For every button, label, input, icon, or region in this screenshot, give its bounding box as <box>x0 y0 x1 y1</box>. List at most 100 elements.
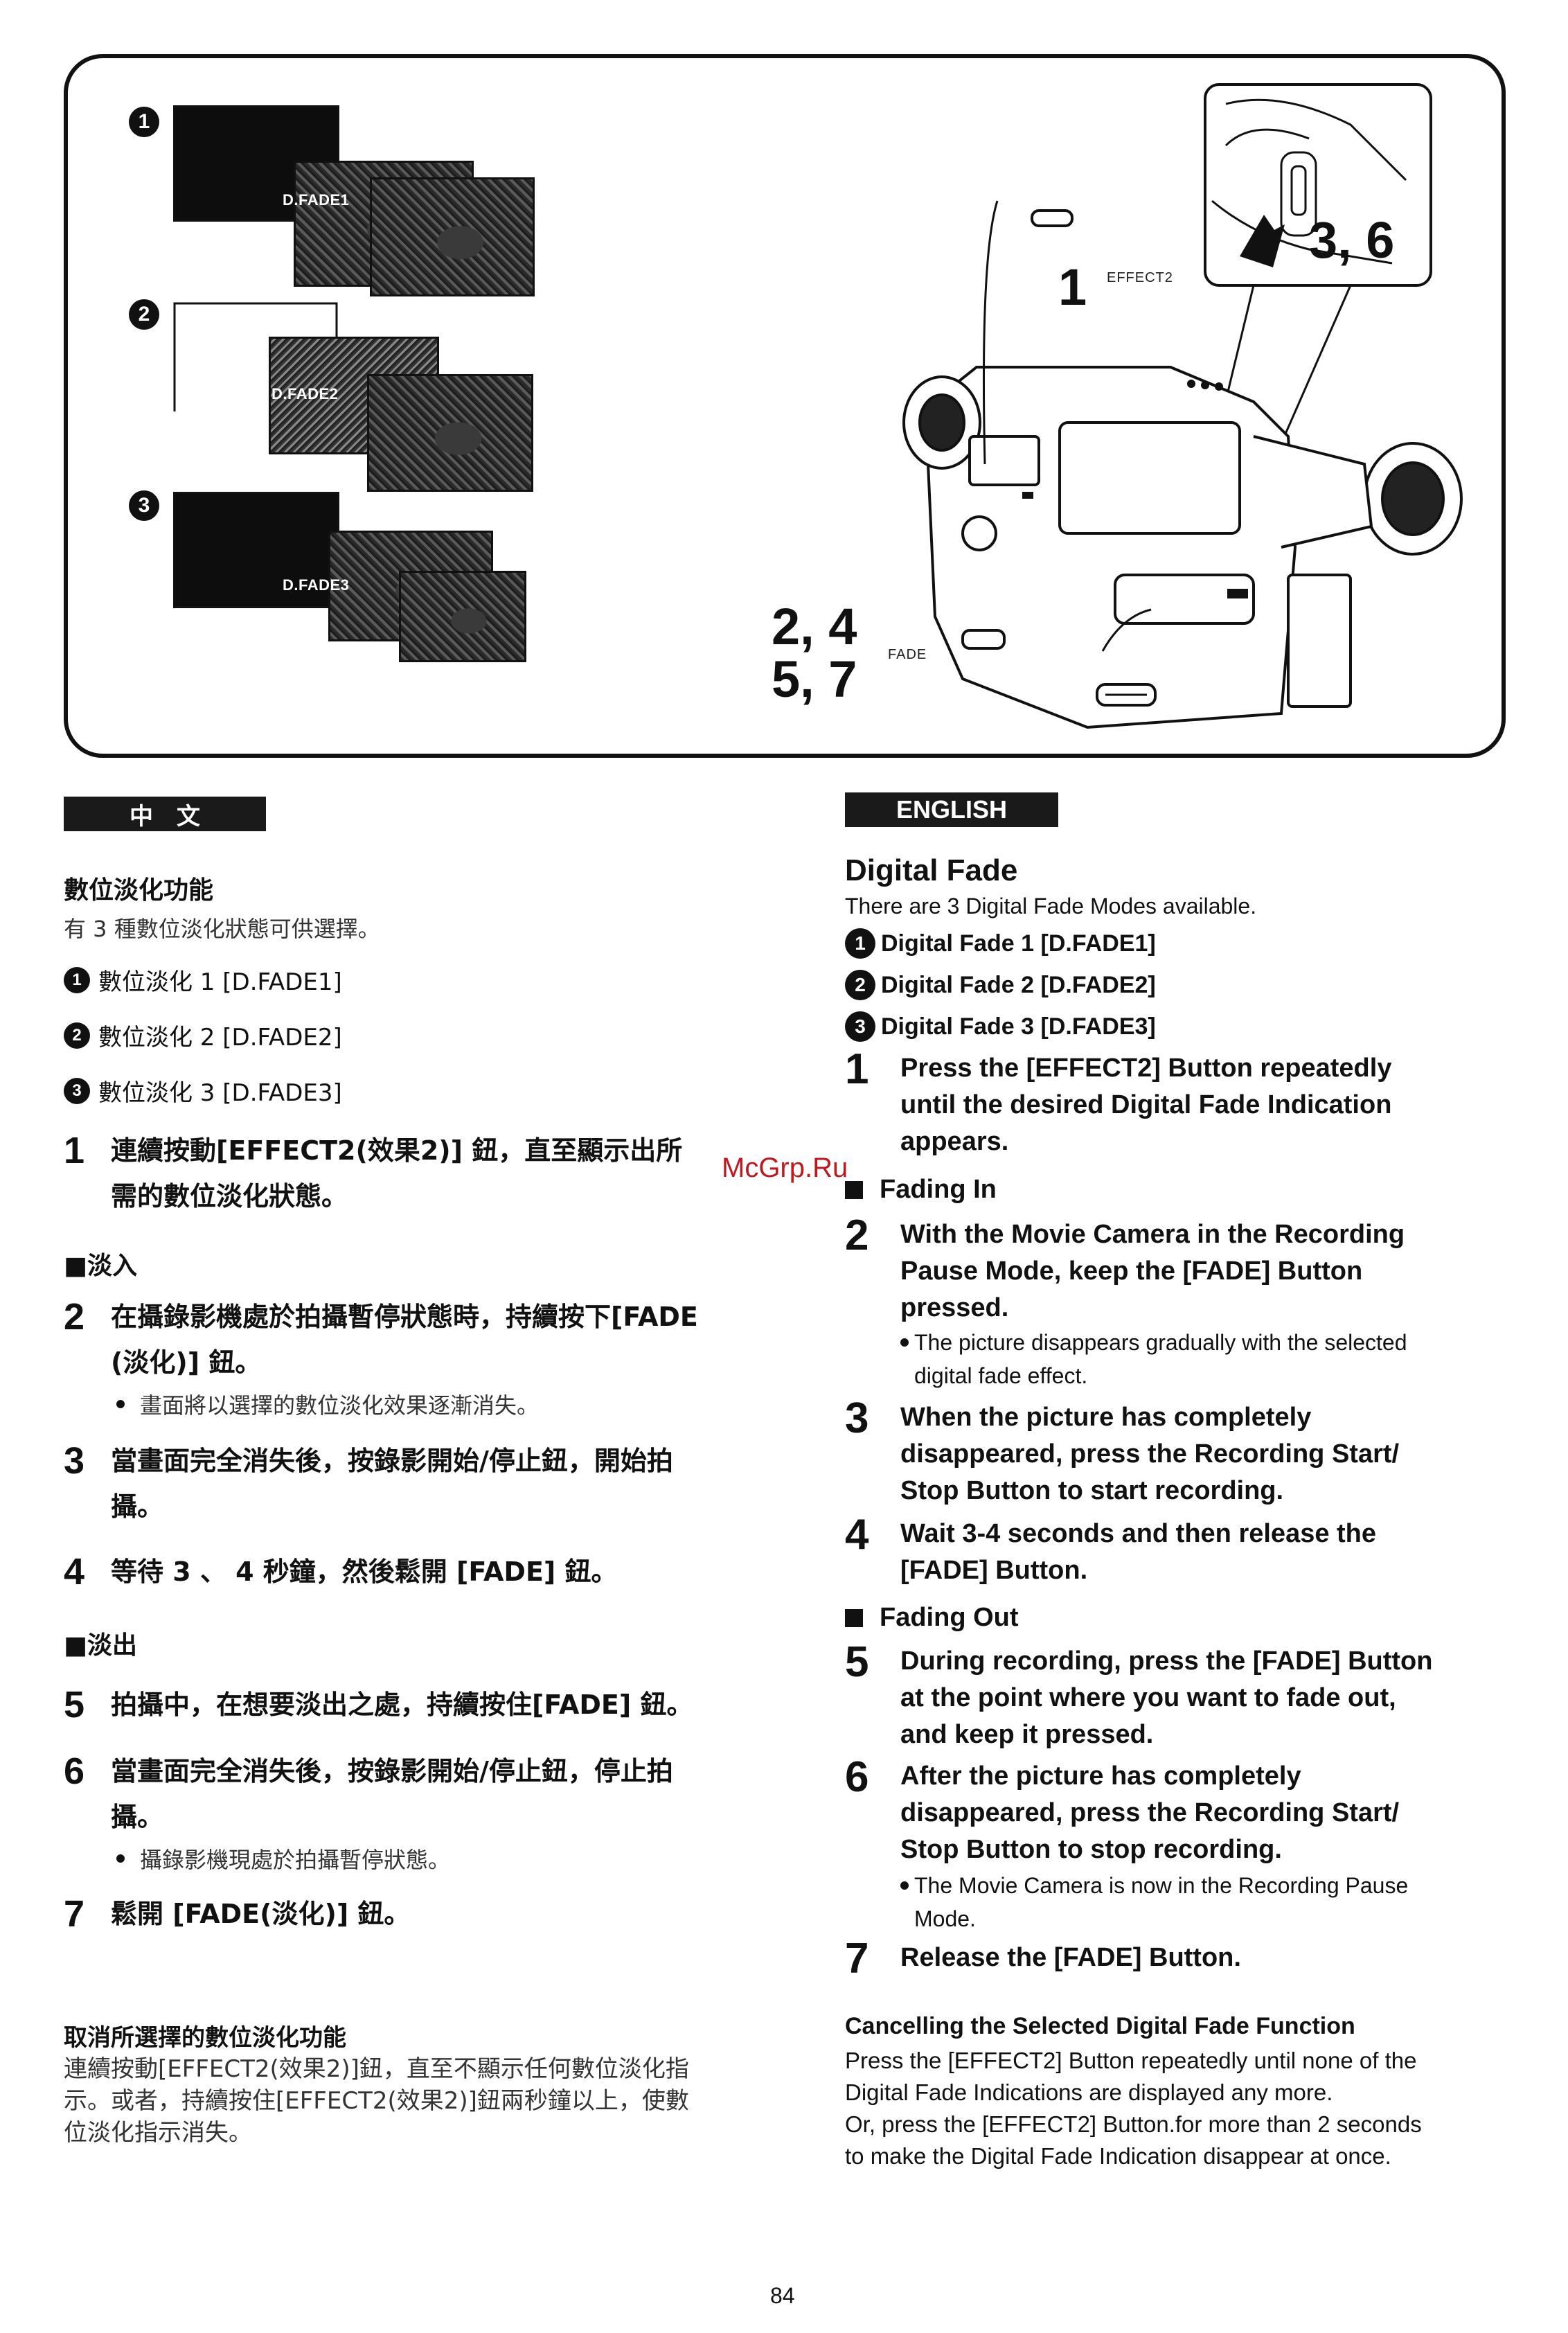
zh-step-2: 2 在攝錄影機處於拍攝暫停狀態時，持續按下[FADE (淡化)] 鈕。 <box>64 1294 698 1385</box>
en-mode-3: 3 Digital Fade 3 [D.FADE3] <box>845 1011 1156 1042</box>
en-step-5-number: 5 <box>845 1638 869 1686</box>
zh-cancel-line-3: 位淡化指示消失。 <box>64 2119 252 2147</box>
zh-step-2-number: 2 <box>64 1296 85 1338</box>
zh-mode-3-text: 數位淡化 3 [D.FADE3] <box>98 1079 342 1107</box>
en-step-2: 2 With the Movie Camera in the Recording… <box>845 1212 1405 1327</box>
en-mode-3-bullet: 3 <box>845 1011 875 1042</box>
zh-mode-3: 3 數位淡化 3 [D.FADE3] <box>64 1074 342 1108</box>
zh-step-1-line-1: 連續按動[EFFECT2(效果2)] 鈕，直至顯示出所 <box>111 1135 683 1166</box>
en-step-2-number: 2 <box>845 1212 869 1259</box>
zh-step-6-note-text: 攝錄影機現處於拍攝暫停狀態。 <box>140 1847 451 1873</box>
en-cancel-body: Press the [EFFECT2] Button repeatedly un… <box>845 2045 1422 2172</box>
fade-button-label: FADE <box>888 647 927 662</box>
en-step-3: 3 When the picture has completely disapp… <box>845 1394 1400 1509</box>
en-cancel-line-1: Press the [EFFECT2] Button repeatedly un… <box>845 2048 1417 2073</box>
en-cancel-line-4: to make the Digital Fade Indication disa… <box>845 2143 1391 2169</box>
en-cancel-title: Cancelling the Selected Digital Fade Fun… <box>845 2013 1355 2039</box>
zh-cancel-body: 連續按動[EFFECT2(效果2)]鈕，直至不顯示任何數位淡化指 示。或者，持續… <box>64 2053 689 2149</box>
zh-step-4-line-1: 等待 3 、 4 秒鐘，然後鬆開 [FADE] 鈕。 <box>111 1556 618 1587</box>
en-step-4-line-2: [FADE] Button. <box>900 1556 1088 1585</box>
fade3-label: D.FADE3 <box>283 576 350 594</box>
fade1-frame-front <box>370 177 535 296</box>
en-step-6: 6 After the picture has completely disap… <box>845 1753 1399 1868</box>
zh-mode-1: 1 數位淡化 1 [D.FADE1] <box>64 963 342 997</box>
en-step-5-line-3: and keep it pressed. <box>900 1720 1154 1749</box>
zh-mode-2-text: 數位淡化 2 [D.FADE2] <box>98 1024 342 1052</box>
zh-step-2-note: 畫面將以選擇的數位淡化效果逐漸消失。 <box>116 1388 539 1420</box>
en-step-1-line-3: appears. <box>900 1127 1009 1156</box>
en-fading-in-text: Fading In <box>880 1175 997 1204</box>
zh-cancel-title: 取消所選擇的數位淡化功能 <box>64 2024 346 2052</box>
zh-step-3-line-2: 攝。 <box>111 1491 164 1522</box>
zh-step-6-number: 6 <box>64 1750 85 1792</box>
fade-step-ref-2: 5, 7 <box>772 650 857 708</box>
zh-step-7-line-1: 鬆開 [FADE(淡化)] 鈕。 <box>111 1899 411 1929</box>
en-step-7: 7 Release the [FADE] Button. <box>845 1937 1241 1980</box>
en-fading-in-heading: Fading In <box>845 1175 997 1205</box>
en-step-2-line-3: pressed. <box>900 1293 1009 1322</box>
page-number: 84 <box>770 2283 795 2308</box>
en-title: Digital Fade <box>845 853 1018 887</box>
english-section-header: ENGLISH <box>845 792 1058 827</box>
zh-step-7-number: 7 <box>64 1893 85 1935</box>
en-step-3-line-1: When the picture has completely <box>900 1403 1312 1432</box>
fade2-frame-front <box>367 374 533 492</box>
zh-step-6-line-2: 攝。 <box>111 1802 164 1832</box>
zh-step-2-line-2: (淡化)] 鈕。 <box>111 1347 262 1378</box>
mode-2-connector <box>173 302 338 411</box>
en-fading-out-text: Fading Out <box>880 1603 1019 1632</box>
zh-step-3-number: 3 <box>64 1440 85 1482</box>
zh-step-6-note: 攝錄影機現處於拍攝暫停狀態。 <box>116 1843 450 1874</box>
zh-step-2-line-1: 在攝錄影機處於拍攝暫停狀態時，持續按下[FADE <box>111 1302 698 1332</box>
camcorder-illustration <box>902 83 1463 729</box>
zh-mode-1-text: 數位淡化 1 [D.FADE1] <box>98 968 342 996</box>
en-step-2-line-2: Pause Mode, keep the [FADE] Button <box>900 1257 1363 1286</box>
en-step-3-number: 3 <box>845 1394 869 1442</box>
en-step-4-line-1: Wait 3-4 seconds and then release the <box>900 1519 1377 1548</box>
zh-step-1-line-2: 需的數位淡化狀態。 <box>111 1181 348 1212</box>
en-intro: There are 3 Digital Fade Modes available… <box>845 894 1257 919</box>
en-step-1-line-2: until the desired Digital Fade Indicatio… <box>900 1090 1392 1119</box>
illustration-frame <box>64 54 1506 758</box>
en-step-3-line-2: disappeared, press the Recording Start/ <box>900 1439 1400 1469</box>
zh-title: 數位淡化功能 <box>64 876 214 905</box>
mode-2-marker: 2 <box>129 299 159 330</box>
en-step-4: 4 Wait 3-4 seconds and then release the … <box>845 1511 1377 1589</box>
en-mode-2-bullet: 2 <box>845 970 875 1000</box>
en-mode-2-text: Digital Fade 2 [D.FADE2] <box>881 971 1156 998</box>
en-step-5: 5 During recording, press the [FADE] But… <box>845 1638 1433 1753</box>
zh-fade-out-heading: ■淡出 <box>64 1631 138 1660</box>
en-step-6-number: 6 <box>845 1753 869 1801</box>
zh-intro: 有 3 種數位淡化狀態可供選擇。 <box>64 916 380 942</box>
en-mode-1-text: Digital Fade 1 [D.FADE1] <box>881 930 1156 957</box>
zh-step-1: 1 連續按動[EFFECT2(效果2)] 鈕，直至顯示出所需的數位淡化狀態。 <box>64 1128 682 1219</box>
en-step-7-line-1: Release the [FADE] Button. <box>900 1943 1241 1972</box>
mode-3-bullet: 3 <box>64 1077 90 1104</box>
zh-step-5-line-1: 拍攝中，在想要淡出之處，持續按住[FADE] 鈕。 <box>111 1689 693 1720</box>
en-mode-3-text: Digital Fade 3 [D.FADE3] <box>881 1013 1156 1040</box>
en-mode-2: 2 Digital Fade 2 [D.FADE2] <box>845 970 1156 1000</box>
en-step-6-line-3: Stop Button to stop recording. <box>900 1835 1282 1864</box>
zh-cancel-line-2: 示。或者，持續按住[EFFECT2(效果2)]鈕兩秒鐘以上，使數 <box>64 2087 689 2115</box>
mode-3-marker: 3 <box>129 490 159 521</box>
start-stop-step-ref: 3, 6 <box>1309 211 1395 269</box>
zh-step-2-note-text: 畫面將以選擇的數位淡化效果逐漸消失。 <box>140 1392 540 1419</box>
en-fading-out-heading: Fading Out <box>845 1603 1019 1633</box>
en-step-6-note-line-2: Mode. <box>914 1906 976 1931</box>
zh-step-4: 4 等待 3 、 4 秒鐘，然後鬆開 [FADE] 鈕。 <box>64 1549 618 1595</box>
zh-cancel-line-1: 連續按動[EFFECT2(效果2)]鈕，直至不顯示任何數位淡化指 <box>64 2055 689 2083</box>
zh-fade-in-heading: ■淡入 <box>64 1252 138 1280</box>
zh-step-3: 3 當畫面完全消失後，按錄影開始/停止鈕，開始拍攝。 <box>64 1438 673 1529</box>
mode-1-marker: 1 <box>129 107 159 137</box>
fade2-label: D.FADE2 <box>271 385 339 402</box>
en-mode-1: 1 Digital Fade 1 [D.FADE1] <box>845 928 1156 959</box>
en-step-2-note-line-2: digital fade effect. <box>914 1363 1088 1388</box>
en-step-1-number: 1 <box>845 1045 869 1093</box>
zh-step-1-number: 1 <box>64 1130 85 1171</box>
zh-step-5: 5 拍攝中，在想要淡出之處，持續按住[FADE] 鈕。 <box>64 1682 693 1728</box>
en-step-4-number: 4 <box>845 1511 869 1559</box>
en-step-1-line-1: Press the [EFFECT2] Button repeatedly <box>900 1054 1392 1083</box>
en-step-5-line-1: During recording, press the [FADE] Butto… <box>900 1647 1433 1676</box>
en-step-3-line-3: Stop Button to start recording. <box>900 1476 1284 1505</box>
effect2-step-ref: 1 <box>1058 258 1087 316</box>
